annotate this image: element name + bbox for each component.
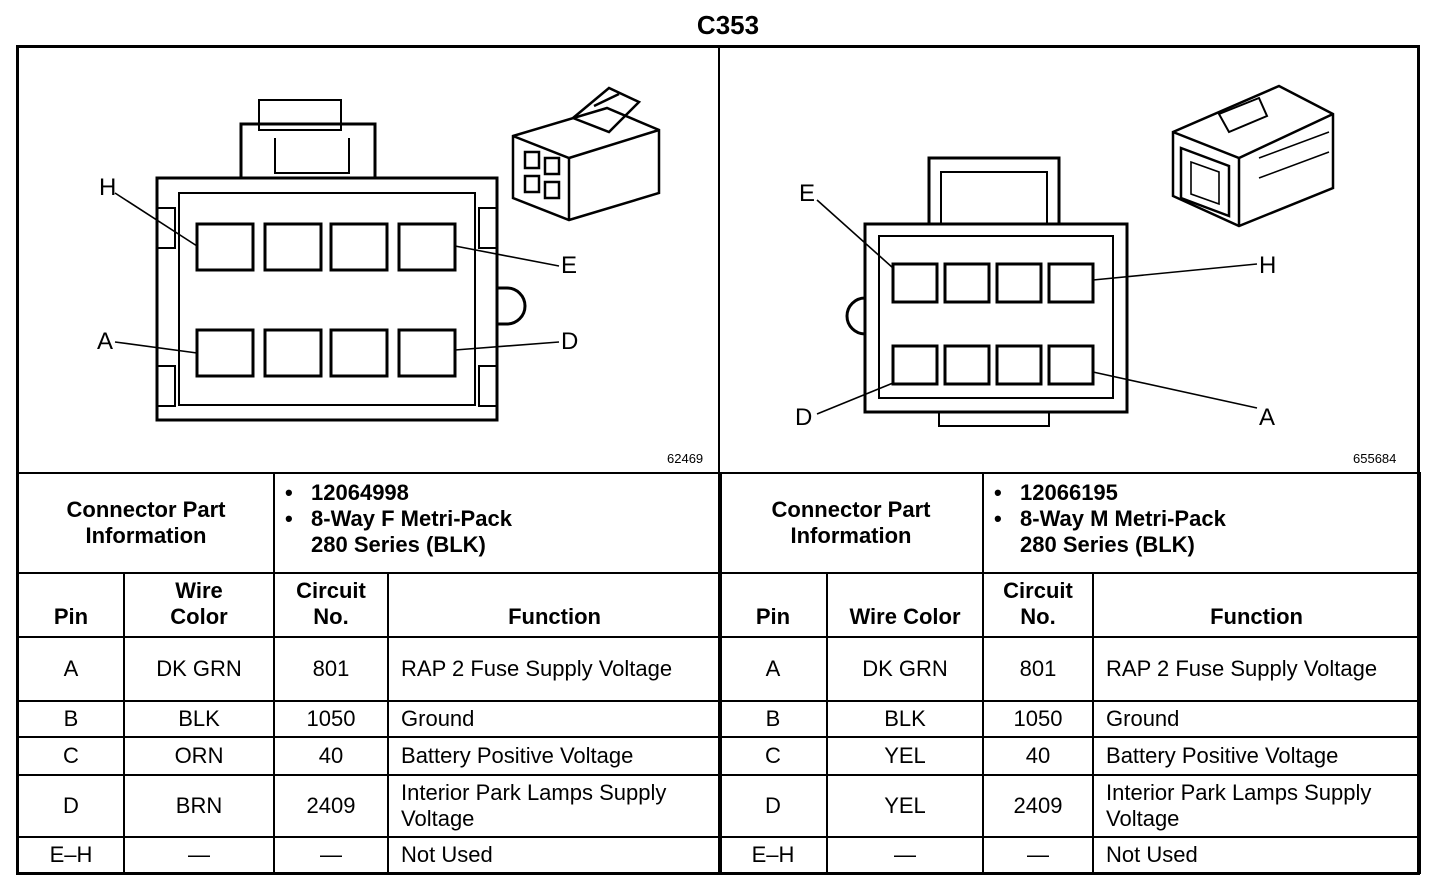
drawing-id: 655684 [1353, 451, 1397, 466]
pin-cell: C [17, 736, 125, 776]
table-row: B BLK 1050 Ground [718, 700, 1422, 738]
function-cell: RAP 2 Fuse Supply Voltage [387, 636, 723, 702]
table-row: D YEL 2409 Interior Park Lamps Supply Vo… [718, 774, 1422, 838]
table-row: C ORN 40 Battery Positive Voltage [17, 736, 723, 776]
part-info-value: 12064998 8-Way F Metri-Pack 280 Series (… [273, 472, 723, 574]
pin-cell: A [17, 636, 125, 702]
table-row: A DK GRN 801 RAP 2 Fuse Supply Voltage [17, 636, 723, 702]
part-info-row: Connector Part Information 12066195 8-Wa… [717, 472, 1422, 574]
function-cell: Ground [1092, 700, 1422, 738]
male-connector-diagram: E H D A 655684 [719, 48, 1417, 473]
pin-label-h: H [1259, 252, 1277, 279]
wire-color-header: Wire Color [825, 572, 985, 638]
circuit-cell: 801 [982, 636, 1095, 702]
table-row: C YEL 40 Battery Positive Voltage [718, 736, 1422, 776]
wire-cell: ORN [122, 736, 276, 776]
circuit-cell: — [982, 836, 1095, 874]
function-cell: Ground [387, 700, 723, 738]
wire-cell: BLK [825, 700, 985, 738]
pin-label-h: H [99, 174, 117, 201]
info-label-line2: Information [85, 523, 207, 548]
table-row: B BLK 1050 Ground [17, 700, 723, 738]
part-number: 12064998 [285, 480, 710, 506]
part-description-line2: 280 Series (BLK) [1020, 532, 1195, 557]
pin-label-e: E [799, 180, 816, 207]
function-cell: Interior Park Lamps Supply Voltage [387, 774, 723, 838]
pin-label-a: A [97, 328, 114, 355]
pin-label-e: E [561, 252, 578, 279]
wire-cell: BRN [122, 774, 276, 838]
pin-cell: E–H [17, 836, 125, 874]
function-cell: Interior Park Lamps Supply Voltage [1092, 774, 1422, 838]
wire-cell: BLK [122, 700, 276, 738]
pin-label-d: D [795, 404, 813, 431]
right-pinout-table: Connector Part Information 12066195 8-Wa… [717, 472, 1422, 874]
pin-cell: A [718, 636, 828, 702]
pin-cell: B [718, 700, 828, 738]
info-label-line1: Connector Part [771, 497, 931, 522]
circuit-cell: 2409 [982, 774, 1095, 838]
pin-cell: D [718, 774, 828, 838]
connector-title: C353 [696, 10, 760, 40]
function-cell: RAP 2 Fuse Supply Voltage [1092, 636, 1422, 702]
function-cell: Battery Positive Voltage [387, 736, 723, 776]
female-connector-face-icon [114, 86, 661, 422]
circuit-cell: 1050 [982, 700, 1095, 738]
connector-sheet: H E A D 62469 [16, 45, 1422, 875]
part-description-line1: 8-Way F Metri-Pack [285, 506, 710, 532]
info-label-line1: Connector Part [66, 497, 226, 522]
function-header: Function [387, 572, 723, 638]
circuit-cell: 2409 [273, 774, 390, 838]
table-row: E–H — — Not Used [718, 836, 1422, 874]
wire-cell: DK GRN [122, 636, 276, 702]
circuit-cell: — [273, 836, 390, 874]
drawing-id: 62469 [667, 451, 704, 466]
pin-cell: E–H [718, 836, 828, 874]
wire-cell: DK GRN [825, 636, 985, 702]
circuit-cell: 40 [273, 736, 390, 776]
wire-cell: YEL [825, 736, 985, 776]
part-number: 12066195 [994, 480, 1409, 506]
male-connector-face-icon [816, 84, 1335, 427]
function-cell: Not Used [1092, 836, 1422, 874]
function-cell: Not Used [387, 836, 723, 874]
info-label-line2: Information [790, 523, 912, 548]
part-info-label: Connector Part Information [16, 472, 276, 574]
wire-cell: — [122, 836, 276, 874]
pin-cell: C [718, 736, 828, 776]
pin-cell: D [17, 774, 125, 838]
pin-header: Pin [17, 572, 125, 638]
wire-cell: YEL [825, 774, 985, 838]
circuit-cell: 1050 [273, 700, 390, 738]
table-row: A DK GRN 801 RAP 2 Fuse Supply Voltage [718, 636, 1422, 702]
diagram-divider [718, 48, 720, 473]
female-connector-diagram: H E A D 62469 [19, 48, 719, 473]
table-row: E–H — — Not Used [17, 836, 723, 874]
pin-label-a: A [1259, 404, 1276, 431]
wire-cell: — [825, 836, 985, 874]
left-pinout-table: Connector Part Information 12064998 8-Wa… [16, 472, 723, 874]
table-row: D BRN 2409 Interior Park Lamps Supply Vo… [17, 774, 723, 838]
part-description-line1: 8-Way M Metri-Pack [994, 506, 1409, 532]
part-info-value: 12066195 8-Way M Metri-Pack 280 Series (… [982, 472, 1422, 574]
pin-cell: B [17, 700, 125, 738]
circuit-cell: 801 [273, 636, 390, 702]
part-description-line2: 280 Series (BLK) [311, 532, 486, 557]
circuit-cell: 40 [982, 736, 1095, 776]
part-info-row: Connector Part Information 12064998 8-Wa… [16, 472, 723, 574]
part-info-label: Connector Part Information [717, 472, 985, 574]
pin-label-d: D [561, 328, 579, 355]
function-cell: Battery Positive Voltage [1092, 736, 1422, 776]
function-header: Function [1092, 572, 1422, 638]
pin-header: Pin [718, 572, 828, 638]
